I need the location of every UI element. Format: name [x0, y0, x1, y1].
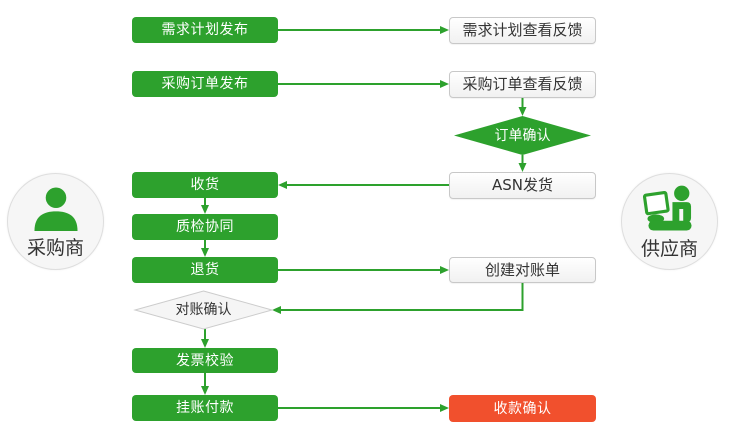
flow-node-statement-confirm: 对账确认: [135, 291, 272, 329]
person-laptop-icon: [642, 185, 692, 231]
flow-node-pending-payment: 挂账付款: [132, 395, 278, 421]
arrow-statement-to-confirm: [272, 283, 524, 314]
flow-node-label: 订单确认: [494, 127, 551, 144]
flow-node-label: 对账确认: [175, 302, 232, 318]
actor-supplier-label: 供应商: [640, 237, 698, 260]
flow-node-order-confirm: 订单确认: [454, 116, 591, 155]
actor-supplier: 供应商: [621, 173, 718, 270]
flow-node-asn-delivery: ASN发货: [449, 172, 596, 199]
flow-node-purchase-order-feedback: 采购订单查看反馈: [449, 71, 596, 98]
flow-node-receive-goods: 收货: [132, 172, 278, 198]
flow-node-demand-plan-feedback: 需求计划查看反馈: [449, 17, 596, 44]
actor-buyer: 采购商: [7, 173, 104, 270]
flow-node-invoice-verification: 发票校验: [132, 348, 278, 373]
actor-buyer-label: 采购商: [26, 236, 84, 259]
person-icon: [33, 186, 78, 231]
diamond-shape: [135, 291, 272, 329]
diamond-shape: [454, 116, 591, 155]
flow-node-receipt-confirm: 收款确认: [449, 395, 596, 422]
flow-node-create-statement: 创建对账单: [449, 257, 596, 283]
flow-node-demand-plan-publish: 需求计划发布: [132, 17, 278, 43]
flow-node-quality-collaboration: 质检协同: [132, 214, 278, 240]
flow-node-purchase-order-publish: 采购订单发布: [132, 71, 278, 97]
flow-node-return-goods: 退货: [132, 257, 278, 283]
